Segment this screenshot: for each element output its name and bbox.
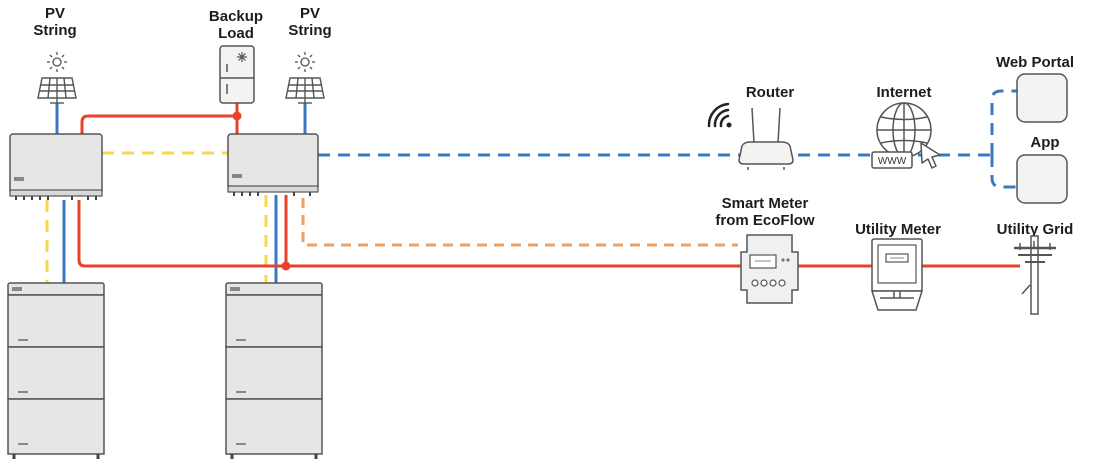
pv-string-2-label: PV String [282, 5, 338, 39]
router-label: Router [745, 84, 795, 101]
solar-panel-icon [37, 77, 77, 104]
globe-icon [871, 102, 941, 169]
web-portal-label: Web Portal [995, 54, 1075, 71]
pv-string-1 [37, 52, 77, 104]
utility-pole-icon [1014, 235, 1056, 315]
backup-load-label: Backup Load [200, 8, 272, 42]
ac-junction-bottom [281, 261, 291, 271]
pv-string-1-label-line1: PV [44, 5, 65, 22]
ac-line-main [77, 200, 1020, 268]
pv-string-2-label-line1: PV [299, 5, 320, 22]
utility-meter-icon [870, 238, 924, 311]
pv-string-2 [285, 52, 325, 104]
battery-stack-2 [225, 282, 323, 459]
solar-panel-icon [285, 77, 325, 104]
www-text: WWW [878, 156, 907, 167]
network-branch-web-portal [990, 89, 1017, 155]
router-icon [738, 107, 794, 170]
sun-icon [47, 52, 67, 72]
smart-meter-label: Smart Meter from EcoFlow [695, 195, 835, 229]
smart-meter-label-line1: Smart Meter [721, 195, 809, 212]
backup-load-label-line1: Backup [208, 8, 264, 25]
utility-meter-label: Utility Meter [855, 221, 941, 238]
smart-meter-icon [740, 234, 799, 304]
ac-junction-top [232, 111, 242, 121]
backup-load-label-line2: Load [218, 25, 254, 42]
pv-string-1-label: PV String [30, 5, 80, 39]
sun-icon [295, 52, 315, 72]
web-portal-box [1016, 73, 1068, 123]
pv-string-1-label-line2: String [33, 22, 77, 39]
fridge-icon [219, 45, 255, 104]
utility-grid-label: Utility Grid [996, 221, 1074, 238]
internet-label: Internet [876, 84, 932, 101]
app-label: App [1030, 134, 1060, 151]
inverter-2 [227, 133, 319, 196]
pv-string-2-label-line2: String [288, 22, 332, 39]
wifi-icon [707, 102, 732, 128]
inverter-1 [9, 133, 103, 200]
network-branch-app [990, 155, 1017, 189]
battery-stack-1 [7, 282, 105, 459]
app-box [1016, 154, 1068, 204]
smart-meter-label-line2: from EcoFlow [715, 212, 815, 229]
ac-line-backup [80, 114, 237, 134]
meter-comm-line [301, 198, 738, 247]
